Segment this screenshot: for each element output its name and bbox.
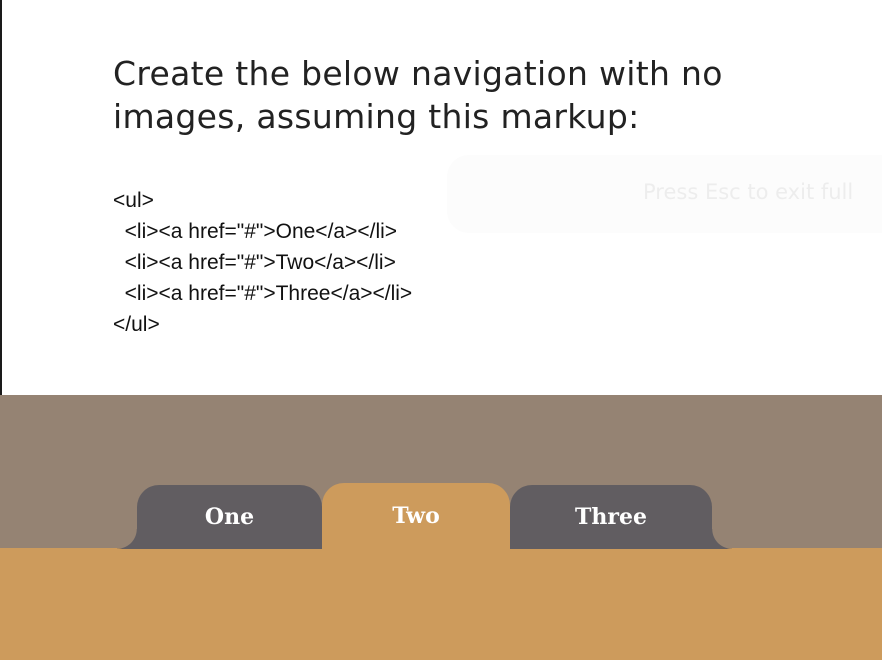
code-line: <li><a href="#">One</a></li>: [113, 220, 398, 243]
code-block: <ul> <li><a href="#">One</a></li> <li><a…: [113, 185, 412, 340]
nav-content-area: [0, 548, 882, 660]
tab-one-label: One: [204, 504, 255, 530]
left-border: [0, 0, 2, 395]
fullscreen-hint-text: Press Esc to exit full: [643, 180, 854, 204]
code-line: </ul>: [113, 313, 160, 336]
tab-flare-right: [712, 529, 732, 549]
tab-one[interactable]: One: [137, 485, 322, 549]
tab-flare-left: [117, 529, 137, 549]
fullscreen-hint-overlay: [447, 155, 882, 233]
tab-two-active[interactable]: Two: [322, 483, 510, 551]
tab-three[interactable]: Three: [510, 485, 712, 549]
tab-two-label: Two: [392, 503, 440, 529]
tab-three-label: Three: [575, 504, 647, 530]
code-line: <ul>: [113, 189, 154, 212]
code-line: <li><a href="#">Three</a></li>: [113, 282, 413, 305]
code-line: <li><a href="#">Two</a></li>: [113, 251, 396, 274]
slide-heading: Create the below navigation with no imag…: [113, 54, 723, 136]
